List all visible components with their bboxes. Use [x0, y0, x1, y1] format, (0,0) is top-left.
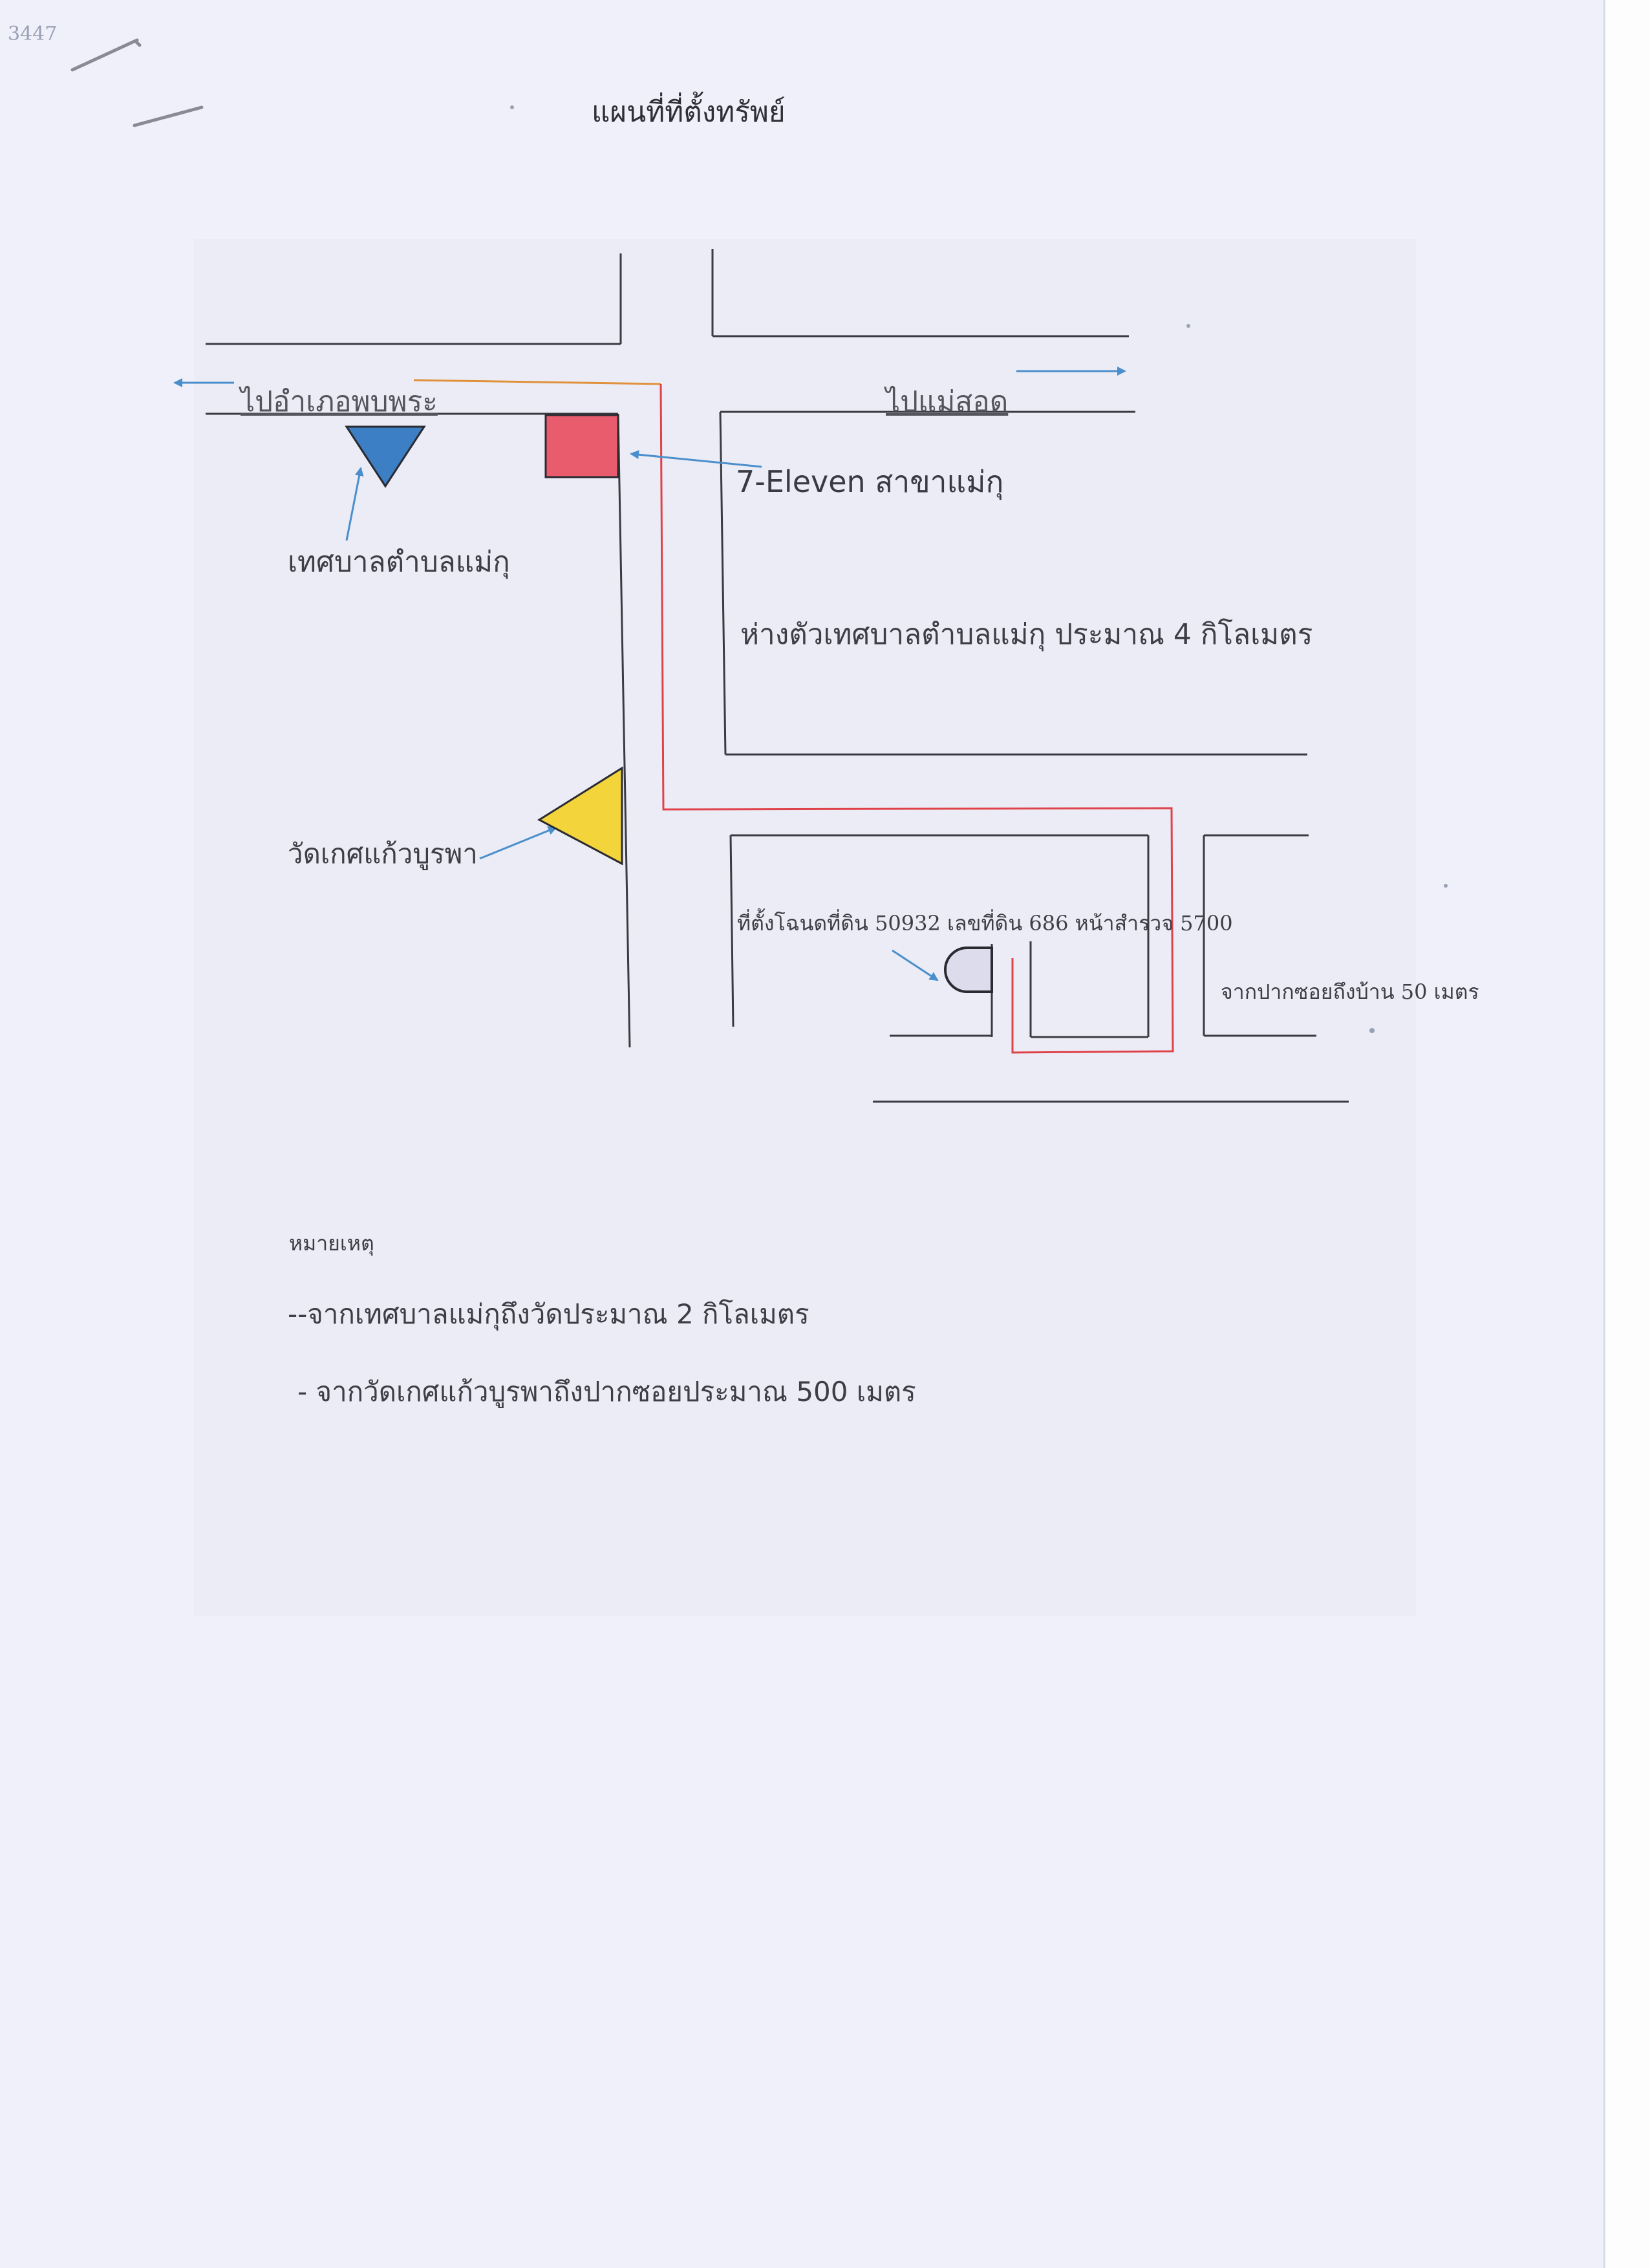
direction-label-mae-sot: ไปแม่สอด [886, 385, 1009, 418]
arrow-to-municipality [345, 467, 364, 541]
lower-block-west [729, 835, 734, 1027]
temple-marker-icon [537, 766, 623, 866]
road-lines [206, 249, 1349, 1103]
soi-to-house-label: จากปากซอยถึงบ้าน 50 เมตร [1221, 979, 1479, 1004]
arrow-to-seven-eleven [630, 450, 762, 468]
arrow-to-property [892, 949, 939, 981]
scanner-edge [1603, 0, 1650, 2268]
route-to-property [413, 379, 1174, 1054]
property-deed-label: ที่ตั้งโฉนดที่ดิน 50932 เลขที่ดิน 686 หน… [737, 911, 1233, 936]
note-item: - จากวัดเกศแก้วบูรพาถึงปากซอยประมาณ 500 … [297, 1376, 916, 1407]
seven-eleven-label: 7-Eleven สาขาแม่กุ [736, 464, 1004, 499]
scan-specks [510, 105, 1448, 1033]
staple-marks [70, 38, 204, 127]
seven-eleven-marker-icon [544, 414, 619, 478]
route-red-segment [659, 383, 1174, 1054]
municipality-label: เทศบาลตำบลแม่กุ [288, 546, 510, 579]
route-orange-segment [413, 379, 661, 385]
temple-label: วัดเกศแก้วบูรพา [288, 838, 478, 870]
direction-arrows [173, 367, 1126, 981]
side-road-west-edge [617, 413, 631, 1048]
arrow-to-temple [479, 826, 557, 860]
page-title: แผนที่ที่ตั้งทรัพย์ [592, 96, 786, 129]
side-road-east-edge [719, 411, 727, 755]
property-marker-icon [944, 947, 993, 993]
direction-label-phop-phra: ไปอำเภอพบพระ [241, 385, 438, 418]
handwritten-page-number: 3447 [8, 23, 58, 45]
municipality-marker-icon [345, 425, 426, 488]
note-item: --จากเทศบาลแม่กุถึงวัดประมาณ 2 กิโลเมตร [288, 1298, 809, 1330]
distance-from-municipality-label: ห่างตัวเทศบาลตำบลแม่กุ ประมาณ 4 กิโลเมตร [740, 618, 1313, 651]
notes-title: หมายเหตุ [289, 1231, 374, 1256]
